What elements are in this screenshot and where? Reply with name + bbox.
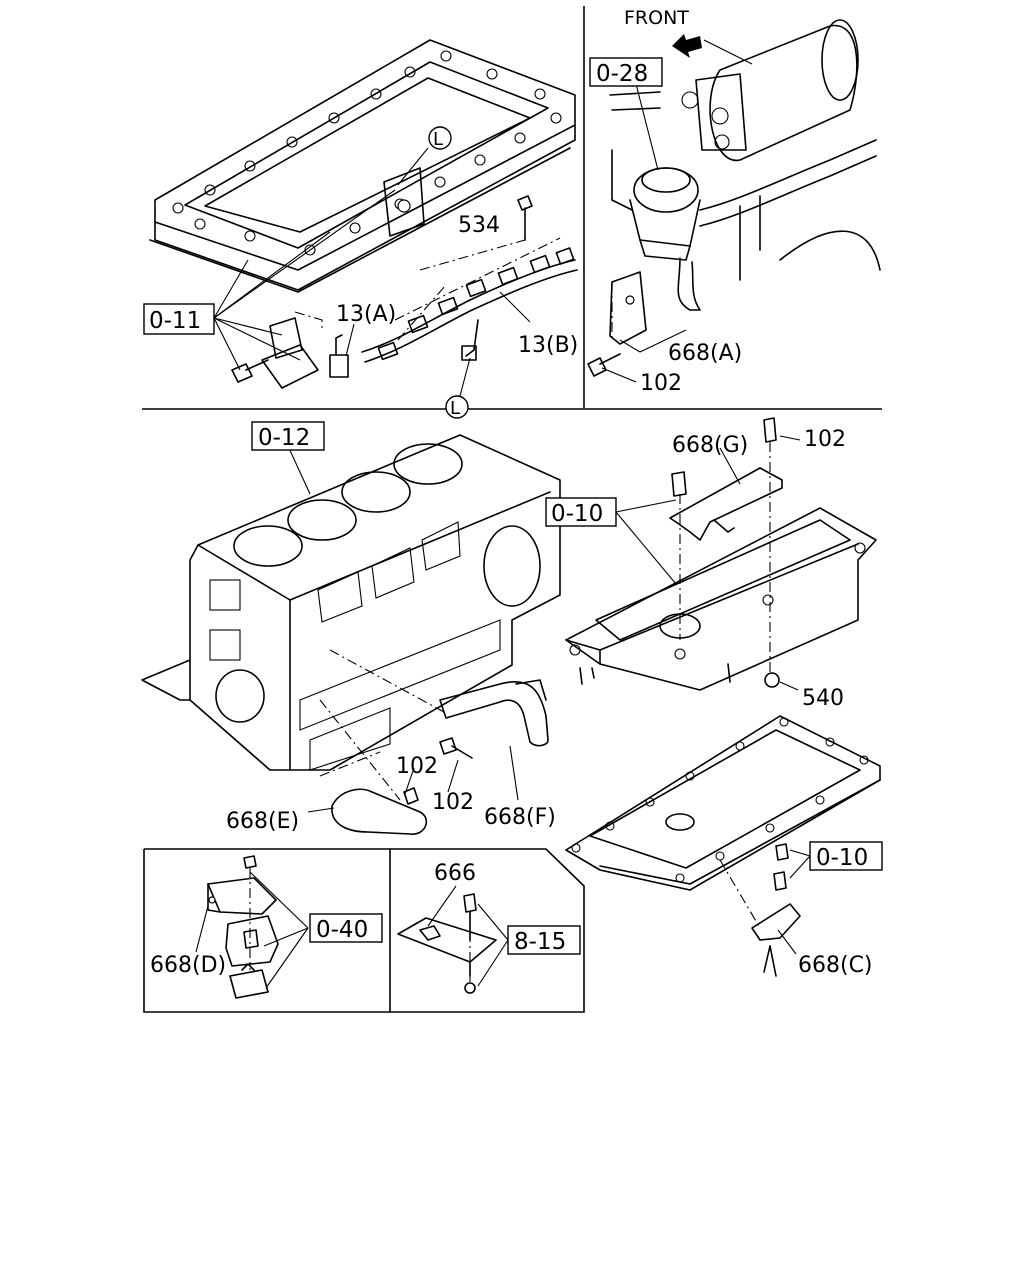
part-13b-label: 13(B): [518, 333, 578, 358]
part-102b-label: 102: [804, 427, 846, 452]
ref-0-10-upper-label: 0-10: [551, 501, 603, 527]
locator-l-bottom-icon: L: [445, 395, 469, 419]
locator-l-bottom-label: L: [450, 398, 460, 419]
bracket-668d-drawing: [207, 855, 279, 999]
oil-pan-drawing: [565, 715, 881, 977]
oil-pan-leaders: [719, 849, 811, 955]
egr-cooler-drawing: [587, 19, 881, 377]
part-668g-label: 668(G): [672, 433, 748, 458]
top-right-leaders: [601, 83, 687, 383]
ref-0-40-label: 0-40: [316, 917, 368, 943]
front-arrow-icon: [672, 34, 753, 65]
lower-crankcase-drawing: [565, 417, 877, 691]
ref-0-28-label: 0-28: [596, 61, 648, 87]
part-668c-label: 668(C): [798, 953, 873, 978]
part-102d-label: 102: [432, 790, 474, 815]
crankcase-leaders: [615, 435, 801, 691]
top-left-leaders: [213, 147, 561, 397]
part-666-label: 666: [434, 861, 476, 886]
ref-8-15-label: 8-15: [514, 929, 566, 955]
ref-box-0-40: 0-40: [309, 913, 383, 943]
ref-0-10-lower-label: 0-10: [816, 845, 868, 871]
inset-panel-frames: [143, 848, 585, 1013]
ref-box-0-11: 0-11: [143, 303, 215, 335]
ref-box-0-28: 0-28: [589, 57, 663, 87]
locator-l-top-icon: L: [428, 126, 452, 150]
ref-box-0-12: 0-12: [251, 421, 325, 451]
inset1-leaders: [195, 868, 309, 989]
part-102c-label: 102: [396, 754, 438, 779]
wiring-harness-drawing: [231, 195, 578, 389]
part-668a-label: 668(A): [668, 341, 742, 366]
part-102a-label: 102: [640, 371, 682, 396]
cylinder-block-drawing: [141, 434, 561, 835]
inset2-leaders: [427, 885, 509, 987]
ref-0-12-label: 0-12: [258, 425, 310, 451]
ref-box-0-10-upper: 0-10: [545, 497, 617, 527]
part-668f-label: 668(F): [484, 805, 556, 830]
ref-box-8-15: 8-15: [507, 925, 581, 955]
part-668d-label: 668(D): [150, 953, 226, 978]
part-666-drawing: [397, 893, 497, 994]
panel-dividers: [142, 6, 882, 410]
ref-box-0-10-lower: 0-10: [809, 841, 883, 871]
part-534-label: 534: [458, 213, 500, 238]
ref-0-11-label: 0-11: [149, 308, 201, 334]
oil-pan-gasket-drawing: [149, 39, 576, 293]
part-13a-label: 13(A): [336, 302, 396, 327]
locator-l-top-label: L: [433, 129, 443, 150]
block-leaders: [287, 445, 519, 813]
part-540-label: 540: [802, 686, 844, 711]
orientation-label: FRONT: [624, 7, 689, 29]
part-668e-label: 668(E): [226, 809, 299, 834]
